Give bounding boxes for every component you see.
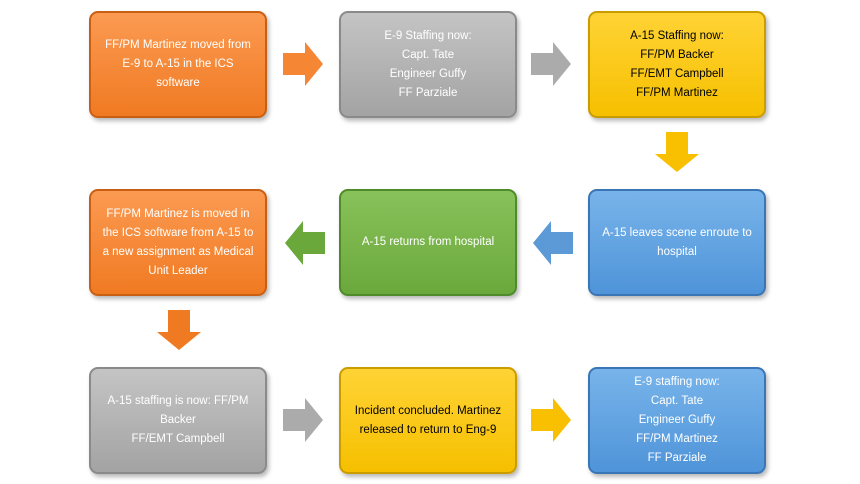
step-1-text: FF/PM Martinez moved from E-9 to A-15 in… (105, 39, 251, 89)
arrow-down-icon (157, 310, 201, 350)
step-3-member-2: FF/EMT Campbell (630, 67, 724, 80)
step-9-member-2: Engineer Guffy (638, 414, 716, 426)
arrow-left-icon (285, 221, 325, 265)
step-9-heading: E-9 staffing now: (634, 376, 720, 388)
step-2-box: E-9 Staffing now: Capt. Tate Engineer Gu… (339, 11, 517, 118)
arrow-shape (655, 132, 699, 172)
arrow-shape (283, 398, 323, 442)
arrow-shape (157, 310, 201, 350)
arrow-right-icon (283, 42, 323, 86)
step-3-member-3: FF/PM Martinez (636, 86, 718, 99)
arrow-shape (533, 221, 573, 265)
step-9-member-4: FF Parziale (647, 452, 707, 464)
arrow-shape (531, 42, 571, 86)
step-3-box: A-15 Staffing now: FF/PM Backer FF/EMT C… (588, 11, 766, 118)
step-7-box: A-15 staffing is now: FF/PM Backer FF/EM… (89, 367, 267, 474)
step-1-box: FF/PM Martinez moved from E-9 to A-15 in… (89, 11, 267, 118)
step-9-member-1: Capt. Tate (650, 395, 704, 407)
step-4-text: A-15 leaves scene enroute to hospital (602, 226, 752, 258)
arrow-right-icon (283, 398, 323, 442)
step-7-member-1: FF/EMT Campbell (131, 433, 225, 445)
arrow-left-icon (533, 221, 573, 265)
step-6-box: FF/PM Martinez is moved in the ICS softw… (89, 189, 267, 296)
arrow-shape (283, 42, 323, 86)
step-2-heading: E-9 Staffing now: (384, 29, 472, 42)
step-5-box: A-15 returns from hospital (339, 189, 517, 296)
step-9-box: E-9 staffing now: Capt. Tate Engineer Gu… (588, 367, 766, 474)
arrow-shape (531, 398, 571, 442)
arrow-right-icon (531, 398, 571, 442)
step-4-box: A-15 leaves scene enroute to hospital (588, 189, 766, 296)
arrow-shape (285, 221, 325, 265)
step-2-member-2: Engineer Guffy (389, 67, 467, 80)
step-8-box: Incident concluded. Martinez released to… (339, 367, 517, 474)
arrow-down-icon (655, 132, 699, 172)
step-2-member-3: FF Parziale (398, 86, 458, 99)
step-5-text: A-15 returns from hospital (361, 236, 495, 248)
step-6-text: FF/PM Martinez is moved in the ICS softw… (102, 207, 254, 277)
step-3-heading: A-15 Staffing now: (630, 29, 724, 42)
step-7-heading: A-15 staffing is now: FF/PM Backer (107, 395, 249, 426)
step-8-text: Incident concluded. Martinez released to… (354, 404, 502, 436)
step-9-member-3: FF/PM Martinez (636, 433, 718, 445)
step-2-member-1: Capt. Tate (401, 48, 455, 61)
step-3-member-1: FF/PM Backer (640, 48, 714, 61)
arrow-right-icon (531, 42, 571, 86)
